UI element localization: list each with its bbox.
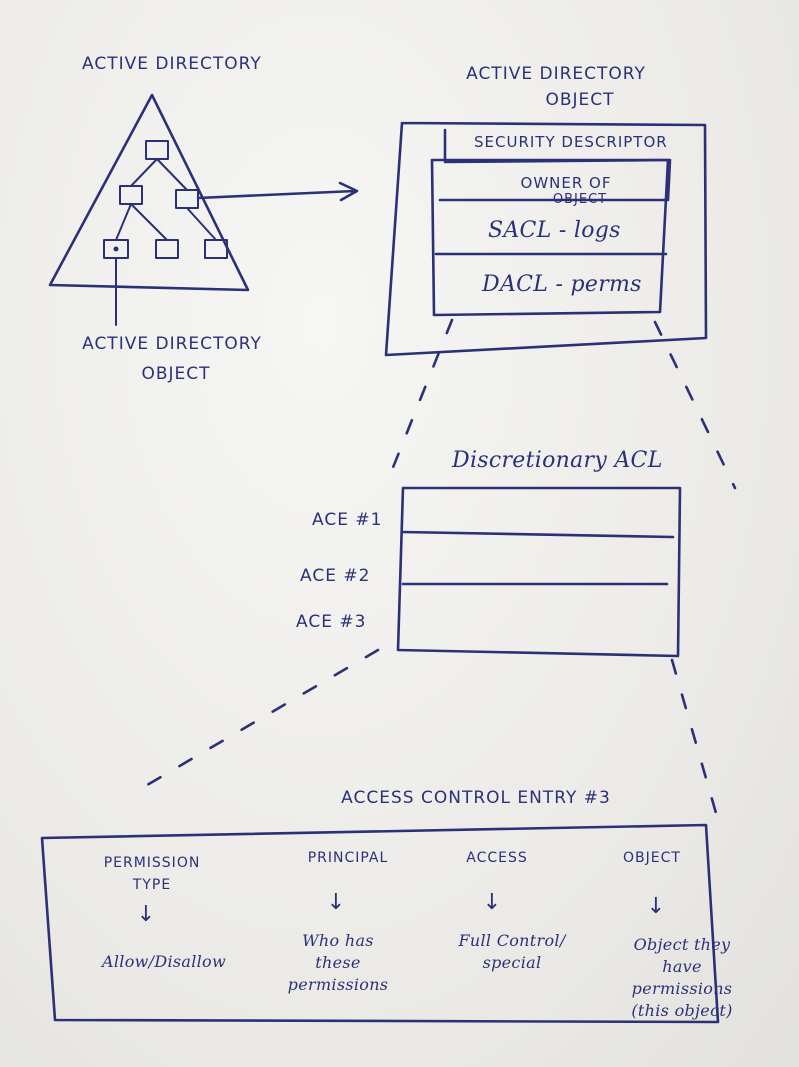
dash-right-lower: [670, 658, 720, 822]
tree-node-lm: [155, 239, 179, 259]
security-descriptor-label: SECURITY DESCRIPTOR: [474, 133, 668, 151]
ad-triangle: [48, 93, 250, 292]
arrow-down-icon: ↓: [136, 902, 156, 927]
col-value-access: Full Control/ special: [458, 931, 566, 972]
owner-label-line2: OBJECT: [552, 192, 608, 207]
arrow-down-icon: ↓: [326, 890, 346, 915]
dash-right-upper: [653, 320, 737, 490]
arrow-down-icon: ↓: [482, 890, 502, 915]
ad-object-title-line1: ACTIVE DIRECTORY: [466, 64, 646, 84]
dacl-title: Discretionary ACL: [452, 448, 663, 473]
ad-object-title-line2: OBJECT: [545, 90, 615, 110]
col-value-object: Object they have permissions (this objec…: [631, 935, 733, 1020]
ad-object-label-line1: ACTIVE DIRECTORY: [82, 334, 262, 354]
dash-left-upper: [384, 318, 454, 487]
col-header-object: OBJECT: [623, 850, 681, 866]
arrow-down-icon: ↓: [646, 894, 666, 919]
tree-node-left: [119, 185, 143, 205]
col-header-access: ACCESS: [466, 850, 528, 866]
ace3-box: [40, 823, 720, 1024]
col-header-permission-type: PERMISSION TYPE: [103, 855, 201, 893]
col-header-principal: PRINCIPAL: [307, 850, 389, 866]
tree-edges: [115, 158, 217, 241]
tree-node-right: [175, 189, 199, 209]
ad-object-label-line2: OBJECT: [141, 364, 211, 384]
ace-label-2: ACE #2: [300, 566, 371, 586]
ace-divider-1: [400, 530, 675, 539]
dacl-box: [396, 486, 682, 658]
dacl-label: DACL - perms: [482, 272, 642, 297]
arrow-to-ad-object: [196, 181, 359, 202]
owner-label-line1: OWNER OF: [520, 174, 612, 192]
ace-label-1: ACE #1: [312, 510, 383, 530]
ad-object-box: [384, 121, 708, 357]
object-pointer-dot: [113, 246, 119, 252]
tree-node-root: [145, 140, 169, 160]
sacl-label: SACL - logs: [488, 218, 621, 243]
owner-row: [438, 158, 672, 202]
ace-label-3: ACE #3: [296, 612, 367, 632]
ace3-title: ACCESS CONTROL ENTRY #3: [341, 788, 611, 808]
ad-title: ACTIVE DIRECTORY: [82, 54, 262, 74]
col-value-permission-type: Allow/Disallow: [102, 952, 226, 971]
col-value-principal: Who has these permissions: [287, 931, 389, 994]
dash-left-lower: [128, 648, 380, 797]
